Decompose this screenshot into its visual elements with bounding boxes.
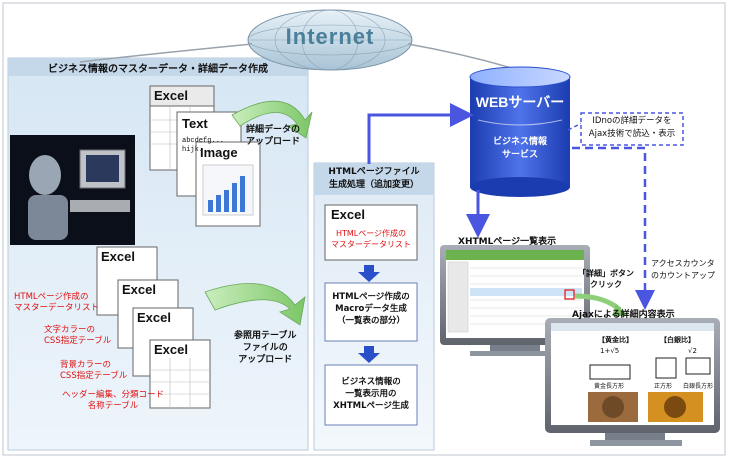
detail-silver-shape-label: 白銀長方形 — [683, 383, 714, 390]
ref-label-master: HTMLページ作成の マスターデータリスト — [14, 292, 100, 313]
detail-square-label: 正方形 — [654, 383, 673, 390]
access-counter-label: アクセスカウンタ のカウントアップ — [651, 259, 715, 280]
doc-stack — [149, 85, 261, 227]
ajax-callout: IDnoの詳細データを Ajax技術で読込・表示 — [588, 116, 676, 139]
middle-step-xhtml: ビジネス情報の 一覧表示用の XHTMLページ生成 — [333, 377, 409, 411]
detail-silver-formula: √2 — [688, 347, 697, 355]
ref-sheet-1-title: Excel — [101, 249, 135, 264]
ref-sheet-3-title: Excel — [137, 310, 171, 325]
ref-sheet-4-title: Excel — [154, 342, 188, 357]
ref-sheet-2-title: Excel — [122, 282, 156, 297]
doc-text-sample-2: hijk... — [182, 146, 212, 154]
detail-click-label: 「詳細」ボタン クリック — [578, 269, 634, 289]
upload-detail-label: 詳細データの アップロード — [246, 125, 301, 147]
ref-label-header: ヘッダー編集、分類コード 名称テーブル — [62, 390, 165, 411]
server-title: WEBサーバー — [475, 94, 565, 110]
xhtml-list-label: XHTMLページ一覧表示 — [458, 237, 557, 247]
middle-excel-label: Excel — [331, 207, 365, 222]
ref-label-text-color: 文字カラーの CSS指定テーブル — [44, 325, 112, 346]
ref-label-bg-color: 背景カラーの CSS指定テーブル — [60, 360, 128, 381]
internet-label: Internet — [285, 24, 375, 49]
server-db-label: ビジネス情報 サービス — [492, 137, 547, 160]
detail-silver-title: 【白銀比】 — [660, 336, 695, 344]
doc-excel-label: Excel — [154, 88, 188, 103]
upload-ref-label: 参照用テーブル ファイルの アップロード — [234, 331, 297, 365]
left-panel-title: ビジネス情報のマスターデータ・詳細データ作成 — [48, 64, 268, 75]
detail-golden-formula: 1+√5 — [600, 347, 620, 355]
ajax-detail-label: Ajaxによる詳細内容表示 — [572, 310, 675, 320]
doc-image-label: Image — [200, 145, 238, 160]
detail-golden-shape-label: 黄金長方形 — [594, 383, 625, 390]
middle-panel-title: HTMLページファイル 生成処理（追加変更） — [328, 167, 420, 190]
doc-text-label: Text — [182, 116, 208, 131]
doc-text-sample-1: abcdefg... — [182, 137, 225, 145]
middle-step-macro: HTMLページ作成の Macroデータ生成 （一覧表の部分） — [332, 292, 410, 326]
middle-excel-caption: HTMLページ作成の マスターデータリスト — [331, 229, 411, 249]
detail-golden-title: 【黄金比】 — [598, 336, 633, 344]
